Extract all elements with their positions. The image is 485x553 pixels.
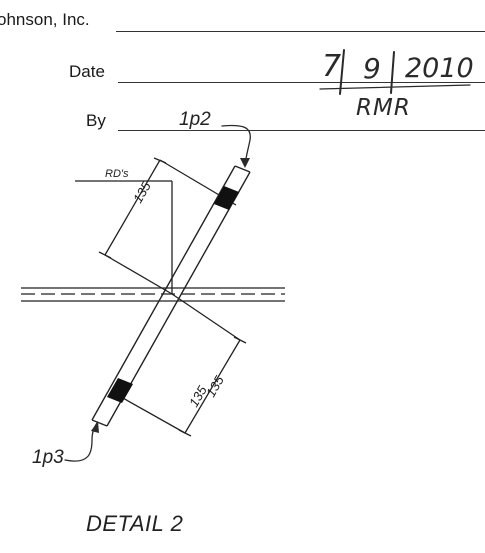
- company-name: ohnson, Inc.: [0, 10, 90, 29]
- callout-arrowhead-top: [240, 158, 250, 168]
- by-value: RMR: [356, 95, 411, 121]
- upper-dim-line: [104, 159, 161, 256]
- by-label: By: [86, 111, 106, 130]
- callout-arrowhead-bottom: [91, 421, 99, 433]
- lower-dim-line: [184, 339, 241, 434]
- rd-label: RD's: [105, 168, 129, 180]
- company-line: [116, 31, 485, 32]
- callout-label-top: 1p2: [179, 109, 211, 130]
- pipe-edge-left: [91, 165, 236, 421]
- callout-arrow-bottom: [64, 422, 98, 462]
- lower-extension-top: [171, 293, 241, 341]
- date-separator-1: [339, 49, 345, 95]
- callout-label-bottom: 1p3: [32, 447, 64, 468]
- date-year: 2010: [405, 53, 474, 84]
- pipe-marker-upper: [214, 186, 239, 210]
- callout-arrow-top: [221, 124, 251, 166]
- date-label: Date: [69, 62, 105, 81]
- by-line: [118, 130, 485, 131]
- upper-extension-bottom: [104, 254, 173, 295]
- lower-extension-bottom: [113, 392, 186, 434]
- pipe-end-bottom: [91, 419, 108, 427]
- pipe-marker-lower: [107, 378, 133, 403]
- detail-title: DETAIL 2: [86, 511, 184, 536]
- date-separator-2: [390, 51, 395, 94]
- date-day: 9: [363, 52, 381, 85]
- date-line: [118, 82, 485, 83]
- date-underline: [319, 84, 471, 90]
- pipe-end-top: [234, 165, 251, 173]
- date-month: 7: [322, 49, 342, 84]
